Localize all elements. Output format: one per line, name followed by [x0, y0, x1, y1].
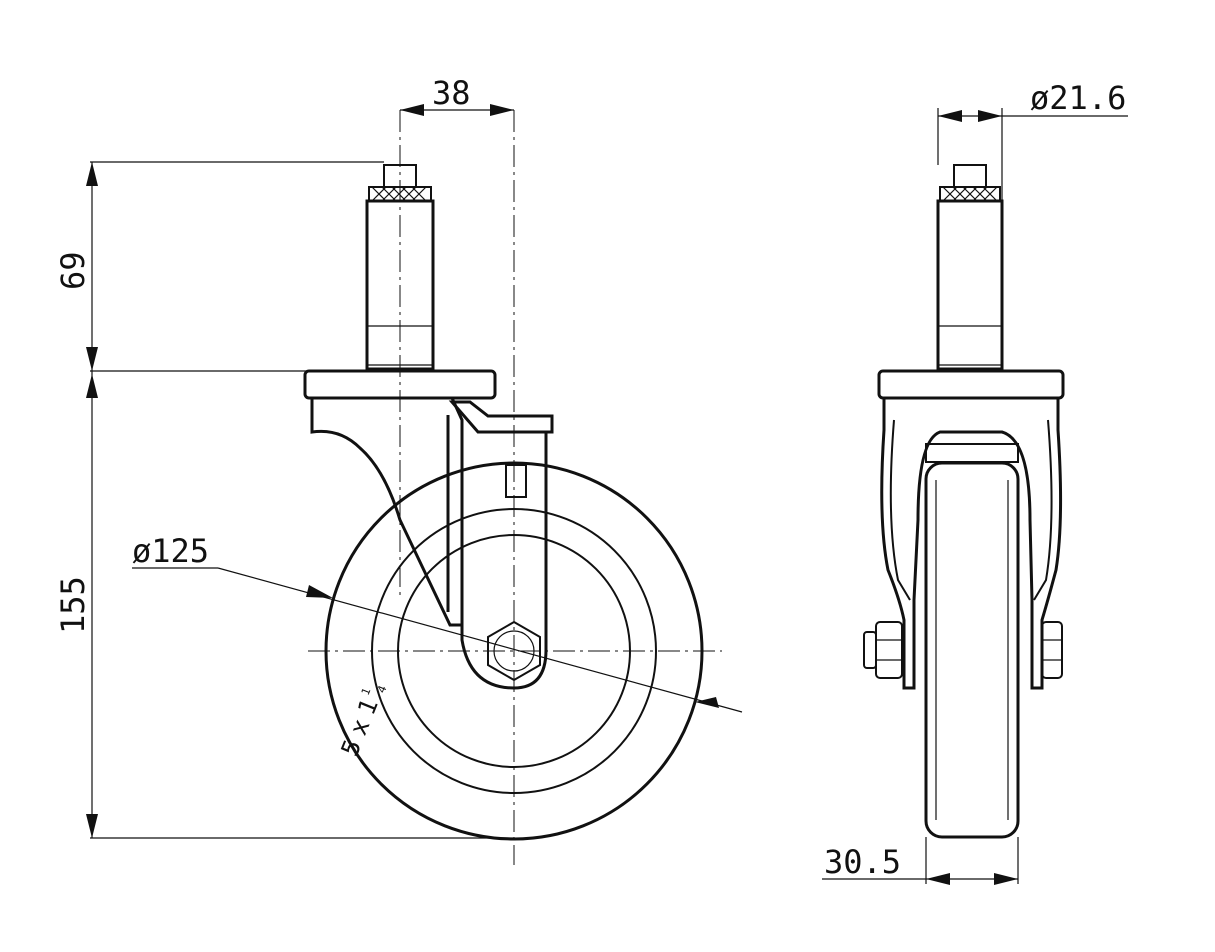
front-top-plate — [877, 369, 1065, 400]
fork-body — [310, 397, 464, 627]
knurl-pattern — [371, 186, 427, 202]
front-wheel — [924, 461, 1020, 839]
front-fork-inner — [889, 419, 1053, 601]
front-stem-thread-tip — [953, 164, 987, 188]
front-axle-nut-right — [1041, 621, 1063, 679]
front-brake-bar — [925, 443, 1019, 463]
front-axle-cap-left — [863, 631, 877, 669]
front-view: ø21.6 30.5 — [822, 79, 1128, 885]
wheel-marking-fraction-num: 1 — [359, 686, 374, 697]
side-view: 5 x 1 1 4 38 69 155 ø125 — [54, 74, 743, 865]
dim-stem-offset: 38 — [432, 74, 471, 112]
front-axle-nut-left — [875, 621, 903, 679]
brake-lever — [448, 400, 554, 434]
dim-wheel-diameter: ø125 — [132, 532, 209, 570]
dim-stem-height: 69 — [54, 251, 92, 290]
front-stem-body — [936, 199, 1004, 371]
front-fork — [880, 398, 1063, 690]
dim-wheel-width: 30.5 — [824, 843, 901, 881]
front-knurl-pattern — [942, 186, 998, 202]
wheel-marking-fraction-den: 4 — [375, 684, 390, 695]
wheel-marking: 5 x 1 1 4 — [336, 684, 390, 761]
brake-slot — [505, 464, 527, 498]
dim-total-height: 155 — [54, 576, 92, 634]
dim-stem-diameter: ø21.6 — [1030, 79, 1126, 117]
